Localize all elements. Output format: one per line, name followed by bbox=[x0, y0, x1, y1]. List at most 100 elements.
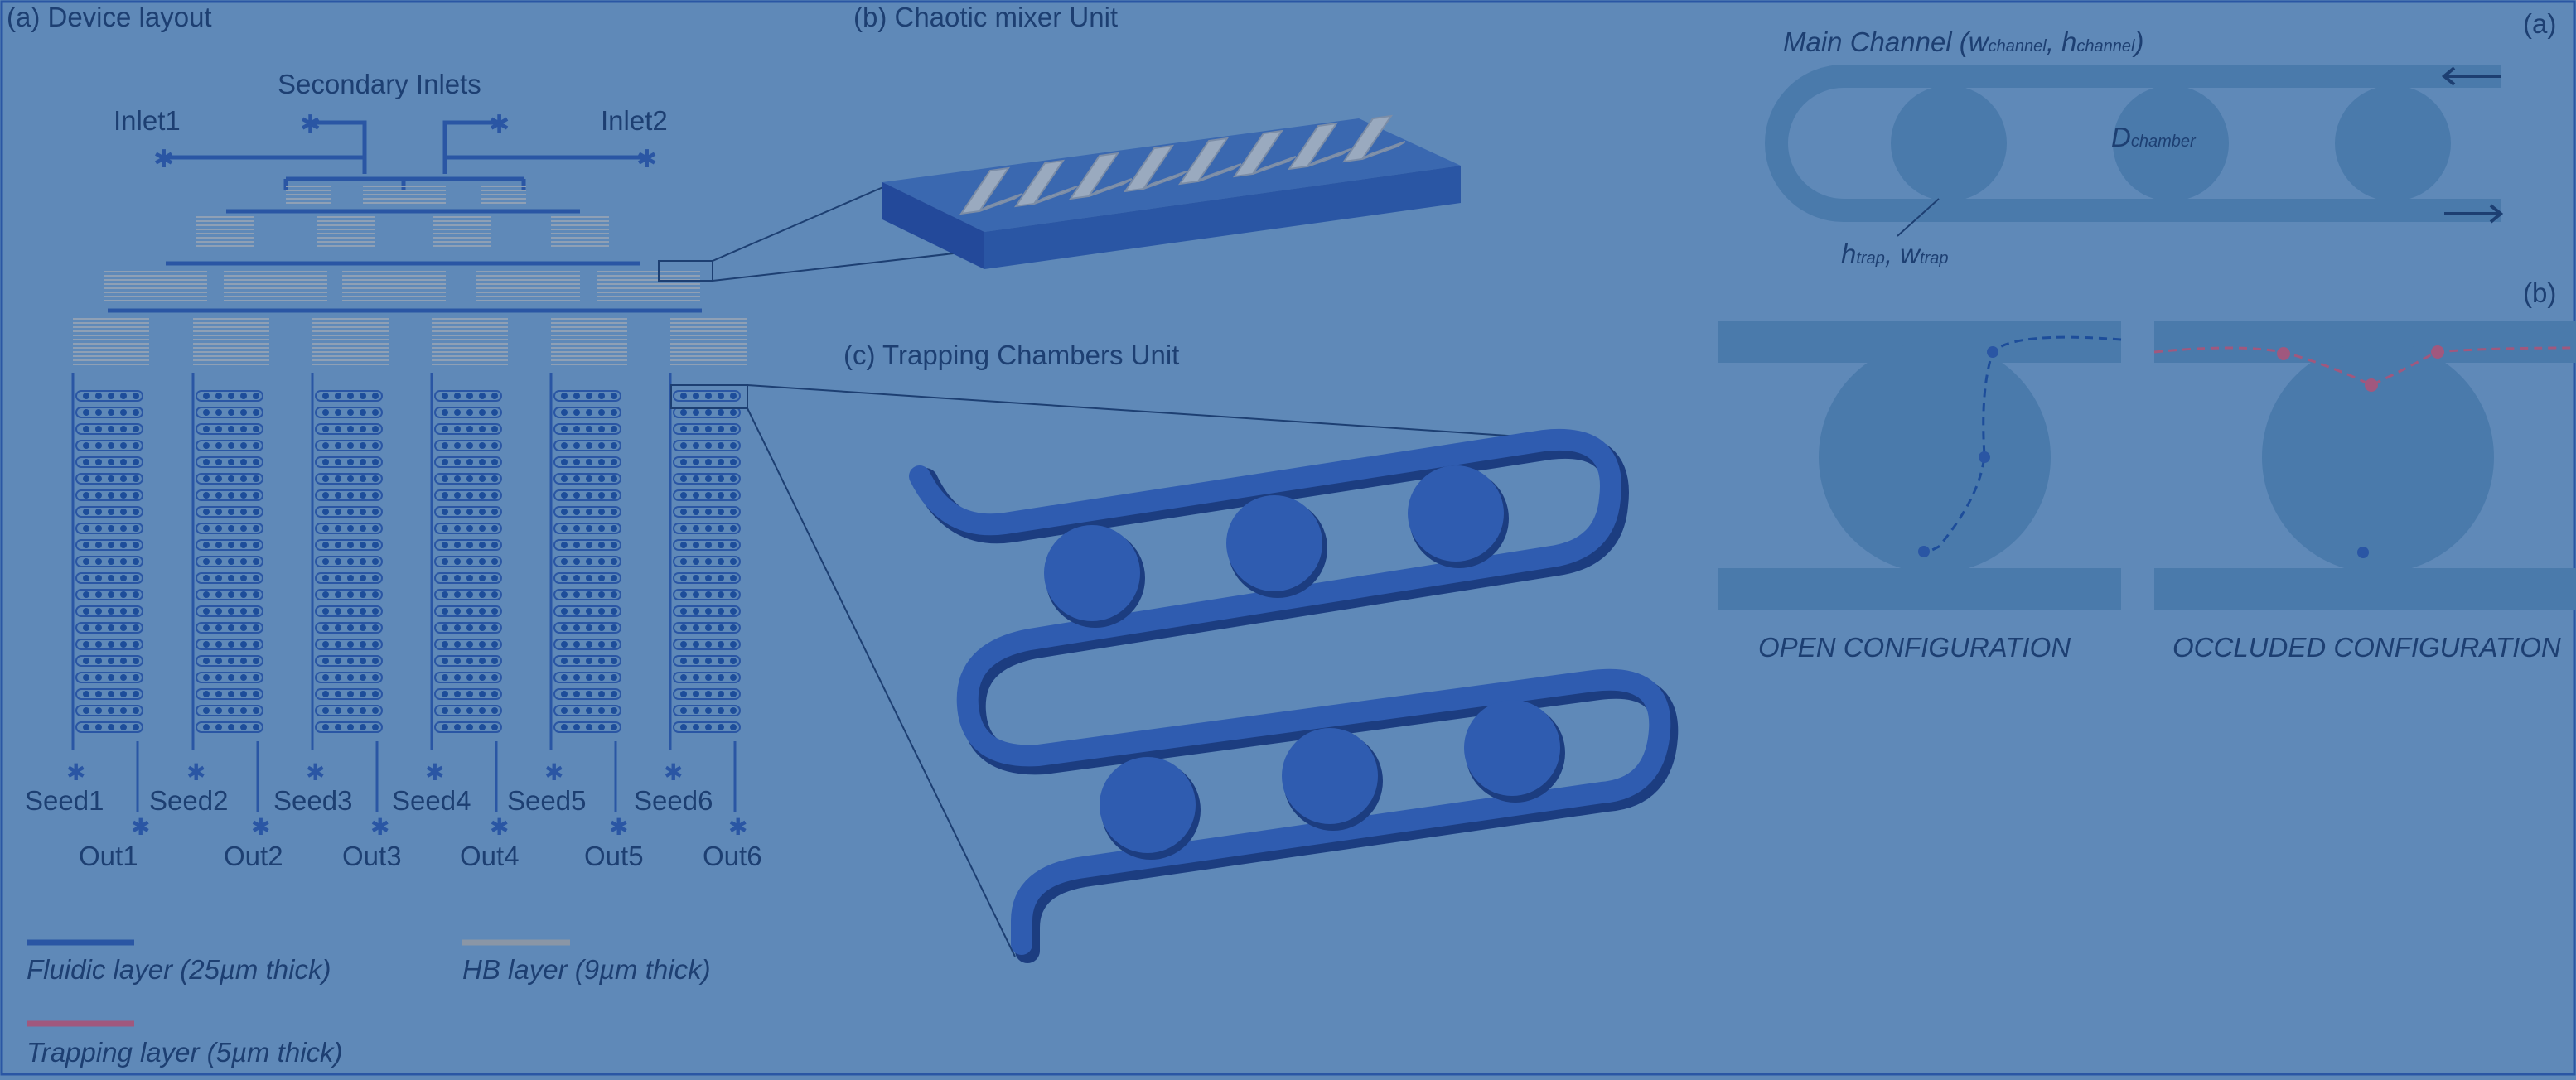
trap-dot bbox=[83, 691, 89, 697]
trap-dot bbox=[240, 509, 247, 515]
trap-dot bbox=[598, 542, 605, 548]
trap-dot bbox=[718, 691, 724, 697]
herringbone-grooves bbox=[959, 114, 1406, 215]
trap-dot bbox=[705, 608, 712, 615]
trap-serpentine bbox=[553, 605, 621, 617]
open-configuration: OPEN CONFIGURATION bbox=[1718, 321, 2122, 663]
trap-dot bbox=[203, 724, 210, 730]
trap-dot bbox=[718, 525, 724, 532]
trap-dot bbox=[611, 492, 617, 499]
trap-serpentine bbox=[315, 489, 383, 501]
trap-dot bbox=[108, 641, 114, 648]
trap-dot bbox=[228, 426, 234, 432]
trap-dot bbox=[466, 409, 473, 416]
panel-label-device-layout: (a) Device layout bbox=[7, 2, 212, 32]
panel-label-mixer: (b) Chaotic mixer Unit bbox=[853, 2, 1118, 32]
trap-dot bbox=[479, 658, 486, 664]
trap-dot bbox=[491, 591, 498, 598]
trap-dot bbox=[442, 393, 448, 399]
trap-dot bbox=[442, 558, 448, 565]
trap-serpentine bbox=[553, 489, 621, 501]
trap-dot bbox=[322, 658, 329, 664]
trap-serpentine bbox=[673, 721, 741, 733]
trap-dot bbox=[83, 525, 89, 532]
trap-dot bbox=[322, 492, 329, 499]
trap-dot bbox=[611, 393, 617, 399]
mixer-block bbox=[476, 271, 580, 301]
trap-dot bbox=[83, 393, 89, 399]
trap-dot bbox=[680, 525, 687, 532]
trap-zoom-line bbox=[747, 384, 1559, 440]
trap-dot bbox=[680, 509, 687, 515]
trap-dot bbox=[133, 558, 139, 565]
trap-serpentine bbox=[196, 672, 263, 683]
trap-dot bbox=[253, 542, 259, 548]
trap-dot bbox=[586, 724, 592, 730]
trap-serpentine bbox=[434, 456, 502, 468]
trap-serpentine bbox=[75, 539, 143, 551]
trap-dot bbox=[203, 674, 210, 681]
trap-serpentine bbox=[196, 440, 263, 451]
trap-dot bbox=[108, 492, 114, 499]
mixer-block bbox=[551, 318, 627, 365]
trap-dot bbox=[347, 442, 354, 449]
trap-dot bbox=[693, 691, 699, 697]
trap-dot bbox=[598, 393, 605, 399]
trap-dot bbox=[228, 658, 234, 664]
trap-dot bbox=[479, 591, 486, 598]
trap-dot bbox=[228, 459, 234, 465]
trap-dot bbox=[335, 542, 341, 548]
trap-dot bbox=[573, 409, 580, 416]
trap-dot bbox=[466, 658, 473, 664]
trap-dot bbox=[693, 658, 699, 664]
trap-dot bbox=[347, 575, 354, 581]
trap-dot bbox=[705, 509, 712, 515]
trap-dot bbox=[228, 475, 234, 482]
trap-dot bbox=[108, 724, 114, 730]
trap-serpentine bbox=[196, 655, 263, 667]
trap-serpentine bbox=[673, 473, 741, 485]
trap-dot bbox=[718, 674, 724, 681]
trap-dot bbox=[253, 575, 259, 581]
trap-dot bbox=[573, 525, 580, 532]
panel-label-right-b: (b) bbox=[2523, 277, 2556, 308]
mixer-block bbox=[312, 318, 389, 365]
chamber bbox=[1408, 465, 1504, 562]
trap-dot bbox=[335, 608, 341, 615]
trap-dot bbox=[253, 459, 259, 465]
trap-dot bbox=[718, 426, 724, 432]
trap-dot bbox=[228, 724, 234, 730]
trap-serpentine bbox=[75, 655, 143, 667]
trap-serpentine bbox=[75, 639, 143, 650]
trap-dot bbox=[347, 641, 354, 648]
trap-dot bbox=[133, 624, 139, 631]
mixer-3d-block bbox=[882, 114, 1461, 269]
trap-dot bbox=[561, 393, 568, 399]
trap-dot bbox=[730, 724, 737, 730]
trap-dot bbox=[360, 575, 366, 581]
trap-dot bbox=[491, 624, 498, 631]
trap-dot bbox=[718, 591, 724, 598]
trap-dot bbox=[680, 724, 687, 730]
trap-dot bbox=[108, 591, 114, 598]
seed-port-icon: ✱ bbox=[425, 759, 444, 785]
trap-dot bbox=[718, 707, 724, 714]
trap-dot bbox=[586, 509, 592, 515]
trap-dot bbox=[120, 707, 127, 714]
chamber-circle bbox=[2262, 341, 2494, 573]
trap-dot bbox=[479, 409, 486, 416]
trap-dot bbox=[718, 459, 724, 465]
trap-dot bbox=[611, 691, 617, 697]
trap-dot bbox=[322, 393, 329, 399]
trap-dot bbox=[108, 542, 114, 548]
flow-arrow-in-icon bbox=[2441, 66, 2501, 86]
trap-dot bbox=[360, 492, 366, 499]
trap-dot bbox=[598, 475, 605, 482]
trap-dot bbox=[335, 426, 341, 432]
trap-dot bbox=[598, 558, 605, 565]
trap-dot bbox=[133, 724, 139, 730]
trap-dot bbox=[203, 658, 210, 664]
trap-dot bbox=[215, 575, 222, 581]
trap-dot bbox=[203, 393, 210, 399]
